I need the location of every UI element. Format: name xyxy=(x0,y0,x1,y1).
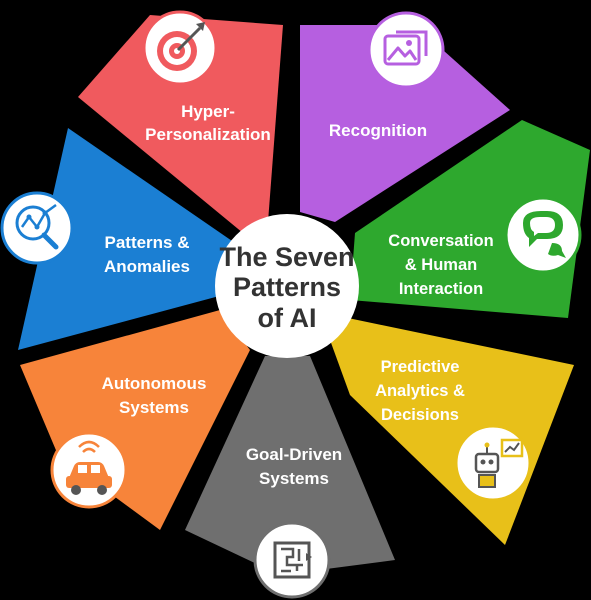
label-conversation-1: Conversation xyxy=(388,232,493,250)
segment-recognition xyxy=(300,25,510,222)
label-conversation-3: Interaction xyxy=(399,280,483,298)
robot-chart-icon xyxy=(454,424,532,502)
segment-patterns xyxy=(18,128,235,350)
segment-hyper-personalization xyxy=(78,15,283,233)
center-title-line-1: The Seven xyxy=(219,242,354,272)
maze-icon xyxy=(253,521,331,599)
label-patterns-1: Patterns & xyxy=(104,233,189,252)
label-autonomous-2: Systems xyxy=(119,398,189,417)
segment-goal-driven xyxy=(185,356,395,575)
magnifier-graph-icon xyxy=(0,191,74,265)
label-conversation-2: & Human xyxy=(405,256,477,274)
chat-bubbles-icon xyxy=(504,196,582,274)
label-goal-driven-2: Systems xyxy=(259,469,329,488)
autonomous-car-icon xyxy=(50,431,128,509)
center-title-line-3: of AI xyxy=(258,303,317,333)
label-hyper-personalization-2: Personalization xyxy=(145,125,271,144)
label-goal-driven-1: Goal-Driven xyxy=(246,445,342,464)
image-gallery-icon xyxy=(367,11,445,89)
label-predictive-3: Decisions xyxy=(381,406,459,424)
label-hyper-personalization-1: Hyper- xyxy=(181,102,235,121)
label-patterns-2: Anomalies xyxy=(104,257,190,276)
target-icon xyxy=(142,10,218,86)
center-title-line-2: Patterns xyxy=(233,272,341,302)
label-predictive-2: Analytics & xyxy=(375,382,465,400)
center-circle xyxy=(215,214,359,358)
label-autonomous-1: Autonomous xyxy=(102,374,207,393)
label-recognition-1: Recognition xyxy=(329,121,427,140)
label-predictive-1: Predictive xyxy=(381,358,460,376)
segment-autonomous xyxy=(20,310,250,530)
